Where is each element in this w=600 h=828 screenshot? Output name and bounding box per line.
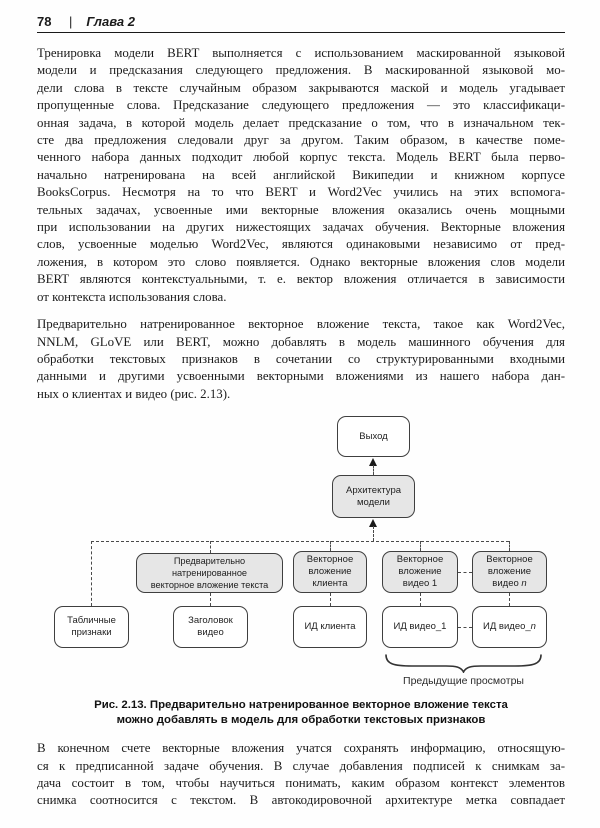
text-line: онная задача, в которой модель делает пр… [37,115,565,130]
text-line: NNLM, GLoVE или BERT, можно добавлять в … [37,334,565,349]
dashed-connector [509,593,510,607]
text-line: дача состоит в том, чтобы научиться пони… [37,775,565,790]
dashed-connector [373,465,374,476]
text-line: тельных задачах, усвоенные ими векторные… [37,202,565,217]
text-line: слов, усвоенные моделью Word2Vec, являют… [37,237,565,252]
dashed-connector [373,526,374,542]
node-label-line: Векторное [306,554,354,566]
dashed-connector [420,541,421,552]
node-label-line: ИД видео_1 [393,621,447,633]
header-rule [37,32,565,33]
node-label-line: ИД видео_n [483,621,536,633]
node-label-line: признаки [71,627,112,639]
node-label-line: Векторное [486,554,533,566]
node-label-line: Табличные [67,615,116,627]
output-label: Выход [359,430,388,442]
text-line: модели и предсказания следующего предлож… [37,63,565,78]
node-label-line: Предварительно натренированное [171,556,248,579]
node-label-line: вложение [398,566,442,578]
text-line: снимка соотносится с текстом. В автокоди… [37,793,565,808]
text-line: В конечном счете векторные вложения учат… [37,741,565,756]
up-arrowhead-icon [369,519,377,528]
dashed-connector [509,541,510,552]
figure-diagram: Выход Архитектура модели Предв [0,408,600,690]
dashed-bus-line [91,541,509,543]
node-label-line: видео n [492,578,527,590]
node-label-line: клиента [312,578,348,590]
text-line: при использовании на других нижестоящих … [37,220,565,235]
text-line: начально натренирована на всей английско… [37,167,565,182]
previous-views-label: Предыдущие просмотры [403,675,524,688]
page-number: 78 [37,14,52,29]
text-line: пропущенные слова. Предсказание следующе… [37,98,565,113]
output-node: Выход [337,416,410,458]
dashed-connector [330,593,331,607]
model-architecture-node: Архитектура модели [332,475,415,519]
dashed-ellipsis-connector [458,627,472,629]
pretrained-text-embedding-node: Предварительно натренированное векторное… [136,553,283,594]
text-line: обработки текстовых признаков в сочетани… [37,351,565,366]
node-label-line: Заголовок [188,615,233,627]
up-arrowhead-icon [369,458,377,467]
paragraph: Тренировка модели BERT выполняется с исп… [37,45,565,306]
dashed-connector [420,593,421,607]
figure-caption-line: можно добавлять в модель для обработки т… [116,714,486,727]
previous-views-brace [384,653,543,674]
dashed-ellipsis-connector [458,572,472,574]
node-label-line: вложение [487,566,532,578]
paragraph: Предварительно натренированное векторное… [37,316,565,403]
video1-embedding-node: Векторное вложение видео 1 [382,551,458,594]
text-line: ложения, в котором это слово появляется.… [37,254,565,269]
text-line: от контекста использования слова. [37,289,227,304]
architecture-label-line: Архитектура [345,484,402,496]
text-line: ченного набора данных подходит любой кор… [37,150,565,165]
text-line: Тренировка модели BERT выполняется с исп… [37,46,565,60]
text-line: дели слова в тексте случайным образом за… [37,80,565,95]
architecture-label-line: модели [357,496,390,508]
dashed-connector [210,541,211,554]
dashed-connector [210,593,211,607]
node-label-line: Векторное [396,554,444,566]
tabular-features-node: Табличные признаки [54,606,129,649]
videon-id-node: ИД видео_n [472,606,547,649]
text-line: BERT являются контекстуальными, т. е. ве… [37,272,565,287]
text-line: BooksCorpus. Несмотря на то что BERT и W… [37,185,565,200]
node-label-line: видео 1 [402,578,438,590]
page-header: 78 | Глава 2 [37,0,565,29]
chapter-title: Глава 2 [86,14,135,29]
video-title-node: Заголовок видео [173,606,248,649]
text-line: ся к предписанной задаче обучения. В слу… [37,758,565,773]
text-line: Предварительно натренированное векторное… [37,317,565,332]
node-label-line: видео [197,627,224,639]
text-line: сте два предложения следовали друг за др… [37,133,565,148]
dashed-connector [91,541,92,607]
figure-caption: Рис. 2.13. Предварительно натренированно… [37,698,565,728]
text-line: ных о клиентах и видео (рис. 2.13). [37,386,231,401]
dashed-connector [330,541,331,552]
figure-caption-line: Рис. 2.13. Предварительно натренированно… [94,699,508,712]
client-embedding-node: Векторное вложение клиента [293,551,367,594]
node-label-line: вложение [308,566,352,578]
text-line: данными и другими усвоенными векторными … [37,369,565,384]
header-separator: | [69,14,73,29]
video1-id-node: ИД видео_1 [382,606,458,649]
paragraph: В конечном счете векторные вложения учат… [37,740,565,810]
node-label-line: векторное вложение текста [150,580,269,591]
videon-embedding-node: Векторное вложение видео n [472,551,547,594]
client-id-node: ИД клиента [293,606,367,649]
node-label-line: ИД клиента [304,621,356,633]
